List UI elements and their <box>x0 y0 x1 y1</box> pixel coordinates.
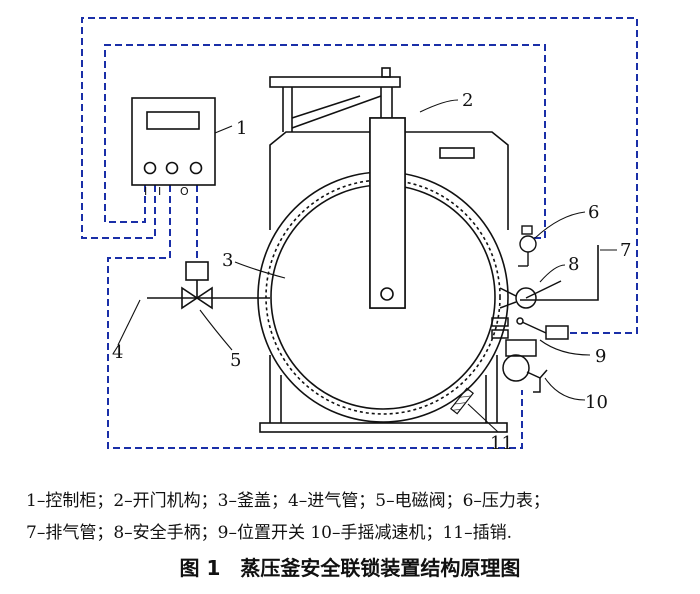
legend-line: 7–排气管；8–安全手柄；9–位置开关 10–手摇减速机；11–插销. <box>26 523 513 543</box>
lift-arm-front <box>369 117 406 309</box>
safety-handle <box>499 280 562 309</box>
callout-10: 10 <box>585 392 608 413</box>
cabinet-knob <box>143 161 157 175</box>
exhaust-pipe <box>520 245 599 301</box>
legend-line: 1–控制柜；2–开门机构；3–釜盖；4–进气管；5–电磁阀；6–压力表； <box>26 491 550 511</box>
control-cabinet <box>131 97 216 186</box>
callout-1: 1 <box>236 118 247 139</box>
wire-outer-loop <box>81 17 638 334</box>
locking-pin <box>450 387 474 415</box>
callout-5: 5 <box>230 350 241 371</box>
housing-window <box>439 147 475 159</box>
leader-lines <box>117 99 617 433</box>
solenoid-coil <box>185 261 209 281</box>
base-frame <box>259 355 508 433</box>
io-label: I <box>144 185 147 198</box>
figure-caption: 图 1 蒸压釜安全联锁装置结构原理图 <box>179 556 521 580</box>
cabinet-display <box>146 111 200 130</box>
valve-body <box>181 286 213 310</box>
cabinet-knob <box>165 161 179 175</box>
wire-gauge-loop <box>104 44 546 239</box>
io-label: O <box>180 185 189 198</box>
callout-3: 3 <box>222 250 233 271</box>
cabinet-knob <box>189 161 203 175</box>
schematic-diagram: I I O <box>81 17 638 454</box>
hand-crank-reducer <box>491 317 548 393</box>
callout-7: 7 <box>620 240 631 261</box>
pressure-gauge <box>518 225 537 267</box>
position-switch <box>516 317 569 340</box>
callout-4: 4 <box>112 342 123 363</box>
control-wiring <box>81 17 638 449</box>
callout-6: 6 <box>588 202 599 223</box>
callout-8: 8 <box>568 254 579 275</box>
callout-9: 9 <box>595 346 606 367</box>
callout-11: 11 <box>490 433 513 454</box>
inlet-pipe <box>147 261 270 310</box>
callout-2: 2 <box>462 90 473 111</box>
wire-bottom-loop <box>107 185 523 449</box>
io-label: I <box>158 185 161 198</box>
